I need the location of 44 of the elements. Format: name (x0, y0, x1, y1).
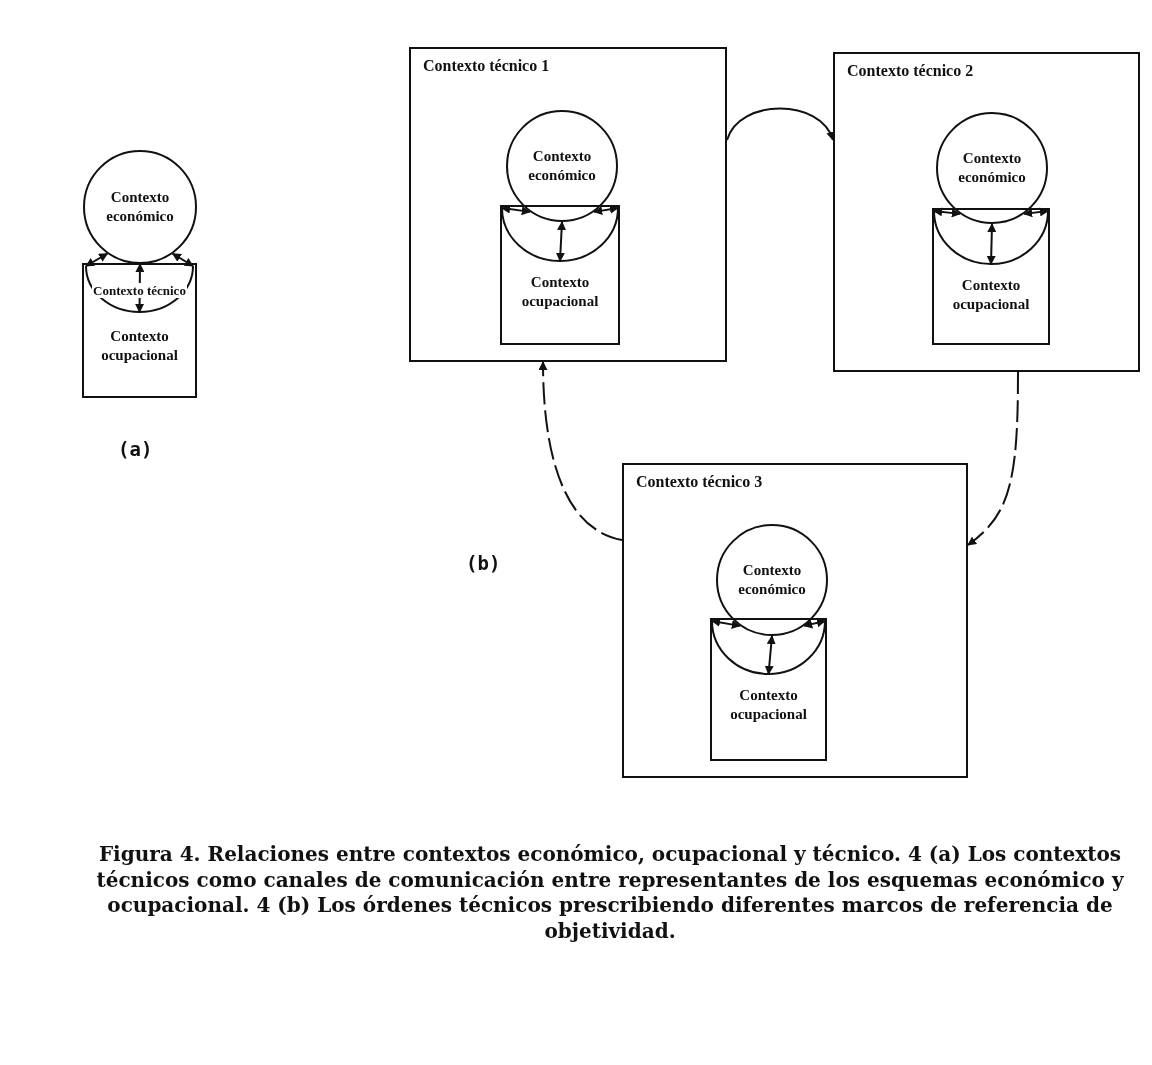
node-label: Contexto ocupacional (729, 686, 808, 724)
node-label: Contexto ocupacional (951, 276, 1031, 314)
arrow (986, 223, 997, 265)
context-frame (622, 463, 968, 778)
arrow (501, 204, 531, 216)
circle-node (83, 150, 197, 264)
arrow (555, 221, 567, 262)
panel-label: (a) (118, 438, 153, 460)
arrow (967, 371, 1019, 546)
node-label: Contexto económico (957, 149, 1027, 187)
arrow (803, 618, 826, 629)
node-label: Contexto ocupacional (100, 327, 179, 365)
figure-caption: Figura 4. Relaciones entre contextos económico, ocupacional y técnico. 4 (a) Los contextos técnicos como canales de comunicación entre representantes de los esquemas económico y ocupacional. 4 (b) Los órdenes técnicos prescribiendo diferentes marcos de referencia de objetividad. (95, 842, 1125, 945)
node-label: Contexto económico (527, 147, 597, 185)
circle-node (716, 524, 828, 636)
arrow (85, 252, 109, 267)
process-box (710, 618, 827, 761)
arrow (764, 635, 776, 675)
arrow (171, 252, 194, 267)
arc-shape (84, 265, 195, 315)
process-box (500, 205, 620, 345)
node-label: Contexto ocupacional (520, 273, 600, 311)
arc-shape (712, 620, 825, 675)
process-box (82, 263, 197, 398)
frame-title: Contexto técnico 1 (423, 57, 550, 75)
arrow (726, 107, 834, 141)
arrow (1023, 207, 1049, 218)
arrow (711, 617, 741, 629)
node-label: Contexto económico (737, 561, 807, 599)
process-box (932, 208, 1050, 345)
arc-shape (934, 210, 1048, 265)
arrow (933, 207, 961, 218)
node-label: Contexto económico (105, 188, 175, 226)
panel-label: (b) (466, 552, 501, 574)
context-frame (409, 47, 727, 362)
node-label: Contexto técnico (92, 283, 187, 298)
frame-title: Contexto técnico 3 (636, 473, 763, 491)
context-frame (833, 52, 1140, 372)
arrow (593, 204, 619, 215)
circle-node (936, 112, 1048, 224)
arrow (538, 361, 623, 541)
frame-title: Contexto técnico 2 (847, 62, 974, 80)
circle-node (506, 110, 618, 222)
arc-shape (502, 207, 618, 262)
